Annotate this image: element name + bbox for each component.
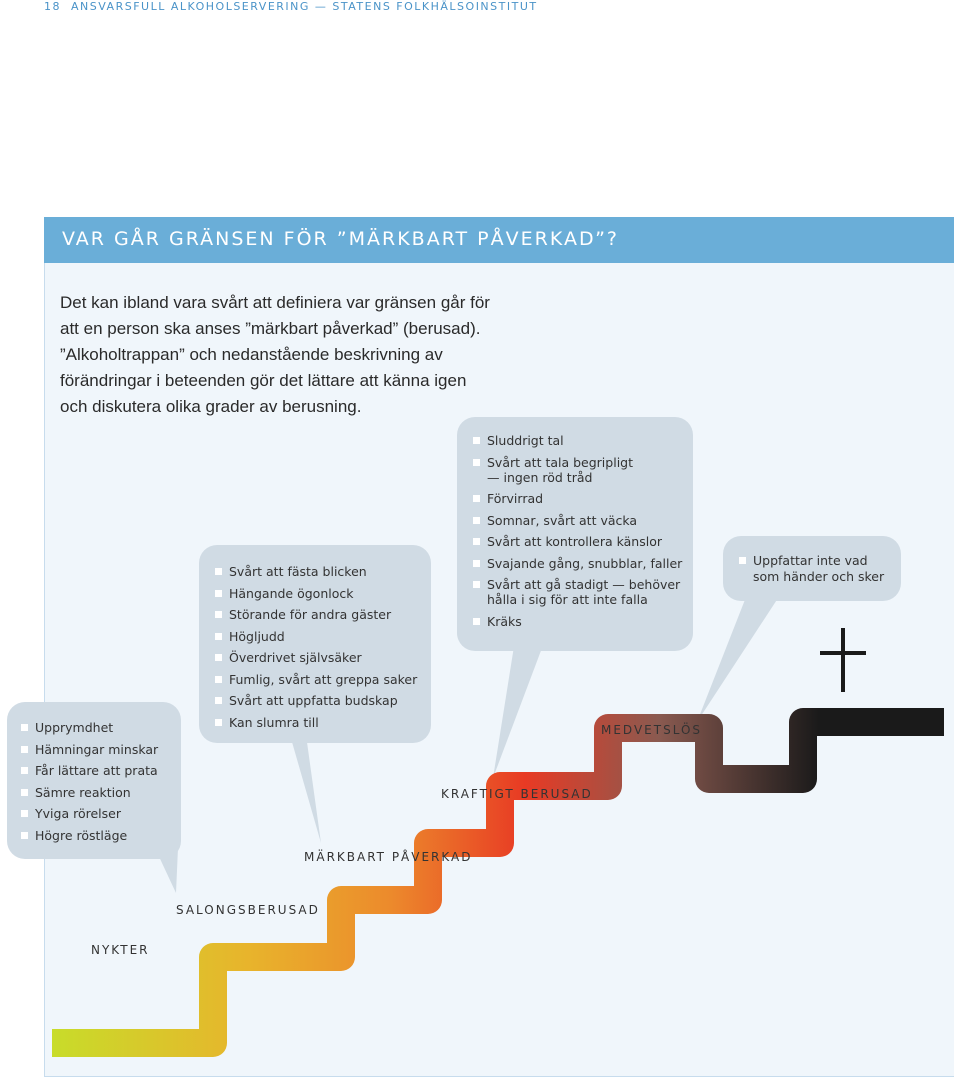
list-item: Förvirrad <box>473 491 693 506</box>
running-head-text: ANSVARSFULL ALKOHOLSERVERING — STATENS F… <box>71 0 538 13</box>
bubble-tail-3 <box>493 640 545 778</box>
bubble-tail-2 <box>290 735 321 843</box>
bubble-tail-1 <box>155 848 178 893</box>
list-item: Fumlig, svårt att greppa saker <box>215 672 431 687</box>
list-item: Svajande gång, snubblar, faller <box>473 556 693 571</box>
page-number: 18 <box>44 0 61 13</box>
step-label-salongsberusad: SALONGSBERUSAD <box>176 903 320 917</box>
list-item: Högljudd <box>215 629 431 644</box>
list-item: Överdrivet självsäker <box>215 650 431 665</box>
list-item: Får lättare att prata <box>21 763 181 778</box>
list-item: Kräks <box>473 614 693 629</box>
step-label-markbart-paverkad: MÄRKBART PÅVERKAD <box>304 850 473 864</box>
list-item: Svårt att tala begripligt — ingen röd tr… <box>473 455 647 485</box>
intro-paragraph: Det kan ibland vara svårt att definiera … <box>60 293 490 416</box>
step-label-nykter: NYKTER <box>91 943 150 957</box>
list-item: Störande för andra gäster <box>215 607 431 622</box>
staircase <box>52 708 944 1057</box>
list-item: Svårt att fästa blicken <box>215 564 431 579</box>
list-item: Svårt att kontrollera känslor <box>473 534 693 549</box>
bubble-kraftigt-berusad: Uppfattar inte vad som händer och sker <box>723 536 901 601</box>
bubble-markbart-paverkad: Sluddrigt tal Svårt att tala begripligt … <box>457 417 693 651</box>
list-item: Kan slumra till <box>215 715 431 730</box>
step-label-kraftigt-berusad: KRAFTIGT BERUSAD <box>441 787 593 801</box>
list-item: Yviga rörelser <box>21 806 181 821</box>
list-item: Svårt att gå stadigt — behöver hålla i s… <box>473 577 687 607</box>
list-item: Svårt att uppfatta budskap <box>215 693 431 708</box>
cross-icon <box>820 628 866 692</box>
list-item: Sämre reaktion <box>21 785 181 800</box>
list-item: Hängande ögonlock <box>215 586 431 601</box>
list-item: Uppfattar inte vad som händer och sker <box>739 553 893 585</box>
info-box-header <box>44 217 954 263</box>
bubble-nykter: Upprymdhet Hämningar minskar Får lättare… <box>7 702 181 859</box>
list-item: Sluddrigt tal <box>473 433 693 448</box>
step-label-medvetslos: MEDVETSLÖS <box>601 723 703 737</box>
info-box-title: VAR GÅR GRÄNSEN FÖR ”MÄRKBART PÅVERKAD”? <box>62 228 620 250</box>
bubble-tail-4 <box>697 592 782 722</box>
bubble-salongsberusad: Svårt att fästa blicken Hängande ögonloc… <box>199 545 431 743</box>
list-item: Somnar, svårt att väcka <box>473 513 693 528</box>
list-item: Hämningar minskar <box>21 742 181 757</box>
list-item: Upprymdhet <box>21 720 181 735</box>
list-item: Högre röstläge <box>21 828 181 843</box>
running-head: 18 ANSVARSFULL ALKOHOLSERVERING — STATENS… <box>44 0 538 13</box>
